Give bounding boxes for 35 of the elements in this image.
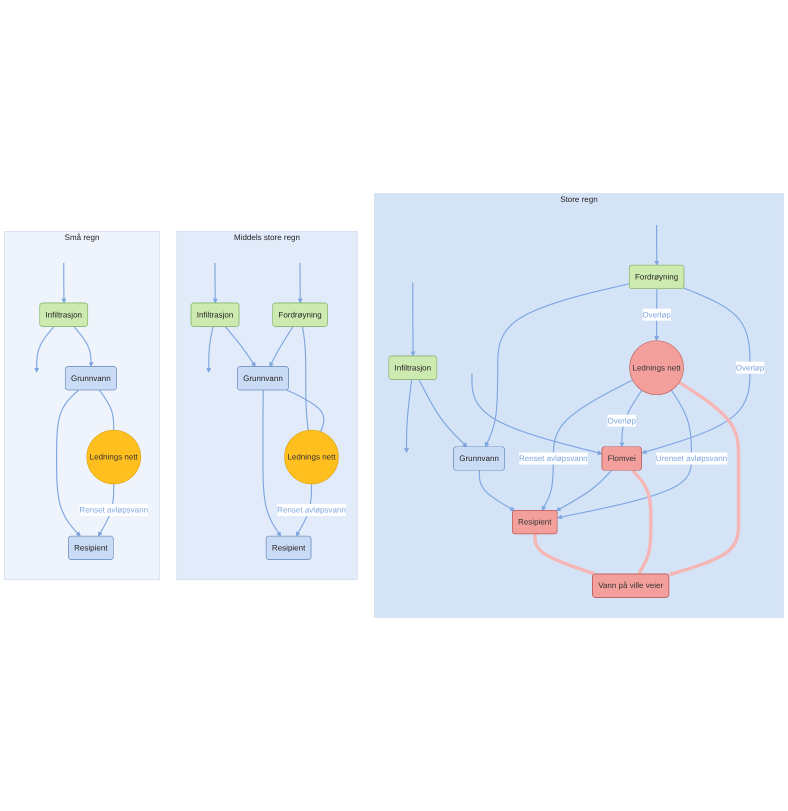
connector [286, 390, 324, 432]
arrow [471, 373, 602, 456]
arrow [533, 534, 596, 576]
arrow [61, 262, 66, 304]
arrow [34, 326, 54, 373]
edge-label: Renset avløpsvann [518, 454, 588, 463]
connector [99, 390, 114, 430]
node-circle: Lednings nett [284, 430, 339, 484]
arrow [298, 262, 303, 304]
edge-label: Overløp [607, 416, 636, 425]
arrow [484, 283, 630, 448]
arrow [478, 470, 515, 511]
arrow [224, 326, 256, 368]
arrow [269, 326, 294, 368]
edge-label: Renset avløpsvann [79, 505, 148, 514]
arrow [418, 379, 468, 448]
arrow [632, 469, 653, 574]
arrow [556, 470, 612, 512]
arrow [262, 390, 282, 537]
edge-label: Overløp [736, 362, 764, 372]
arrow [410, 282, 416, 356]
node-circle: Lednings nett [629, 340, 684, 395]
arrow [404, 380, 412, 453]
arrow [74, 326, 94, 368]
arrow [668, 380, 740, 576]
edge-label: Renset avløpsvann [277, 505, 346, 514]
edge-label: Urenset avløpsvann [656, 454, 728, 463]
arrow [56, 390, 81, 537]
node-circle: Lednings nett [86, 430, 141, 484]
arrow [654, 225, 660, 266]
edge-label: Overløp [642, 310, 671, 319]
arrow [212, 262, 218, 304]
arrow [206, 326, 214, 373]
arrow [542, 380, 633, 511]
connector [302, 326, 309, 430]
